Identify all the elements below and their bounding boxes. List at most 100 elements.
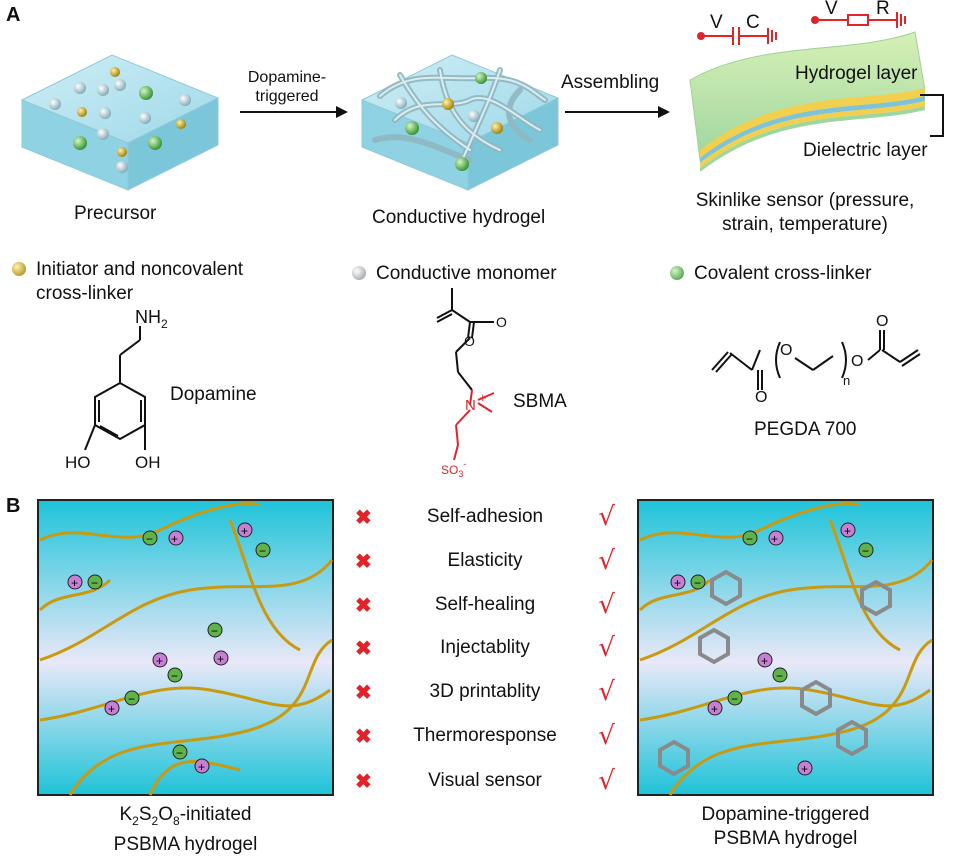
property-row-visual-sensor: ✖ Visual sensor √	[355, 766, 615, 796]
svg-text:+: +	[171, 532, 178, 546]
sensor-caption-line1: Skinlike sensor (pressure,	[695, 190, 915, 211]
sbma-structure	[436, 288, 494, 391]
cross-icon: ✖	[355, 681, 372, 704]
svg-text:+: +	[761, 654, 768, 668]
cross-icon: ✖	[355, 506, 372, 529]
left-caption-line2: PSBMA hydrogel	[113, 833, 258, 855]
svg-text:+: +	[844, 524, 851, 538]
svg-text:−: −	[776, 669, 783, 683]
circuit2-r: R	[876, 0, 890, 19]
pegda-n: n	[843, 373, 850, 388]
sbma-plus: +	[479, 390, 487, 405]
dopamine-oh: OH	[135, 453, 161, 472]
svg-text:−: −	[731, 692, 738, 706]
crosslinker-ball-icon	[670, 266, 684, 280]
svg-text:−: −	[746, 532, 753, 546]
property-row-thermoresponse: ✖ Thermoresponse √	[355, 721, 615, 751]
svg-text:−: −	[211, 624, 218, 638]
legend-initiator: Initiator and noncovalent cross-linker	[12, 258, 243, 306]
property-label: Self-healing	[434, 594, 536, 615]
sbma-so3: SO3-	[441, 459, 466, 479]
svg-text:+: +	[108, 702, 115, 716]
pegda-name: PEGDA 700	[754, 419, 856, 440]
cross-icon: ✖	[355, 725, 372, 748]
panel-b-graphics: −+ +− +− −+ +− +− −+ −+ +− +− +−	[37, 499, 934, 796]
precursor-label: Precursor	[74, 203, 157, 224]
sbma-name: SBMA	[513, 391, 567, 412]
pegda-o4: O	[876, 313, 888, 330]
svg-text:+: +	[711, 702, 718, 716]
initiator-ball-icon	[12, 262, 26, 276]
svg-text:+: +	[198, 760, 205, 774]
cross-icon: ✖	[355, 637, 372, 660]
dielectric-layer-label: Dielectric layer	[803, 140, 928, 161]
hydrogel-layer-label: Hydrogel layer	[795, 63, 918, 84]
cross-icon: ✖	[355, 550, 372, 573]
svg-text:−: −	[171, 669, 178, 683]
property-row-3d-printablity: ✖ 3D printablity √	[355, 677, 615, 707]
assembling-label: Assembling	[561, 72, 660, 93]
pegda-o3: O	[851, 353, 863, 370]
right-caption-line1: Dopamine-triggered	[701, 804, 870, 825]
precursor-slab	[20, 54, 220, 191]
svg-text:+: +	[771, 532, 778, 546]
property-row-self-adhesion: ✖ Self-adhesion √	[355, 502, 615, 532]
check-icon: √	[598, 721, 615, 751]
left-caption-line1: K2S2O8-initiated	[119, 804, 252, 828]
check-icon: √	[598, 546, 615, 576]
svg-text:+: +	[217, 652, 224, 666]
legend-initiator-line2: cross-linker	[36, 283, 134, 304]
sbma-o2: O	[464, 333, 475, 349]
svg-text:−: −	[91, 576, 98, 590]
check-icon: √	[598, 766, 615, 796]
property-label: 3D printablity	[429, 681, 541, 702]
check-icon: √	[598, 677, 615, 707]
svg-text:−: −	[128, 692, 135, 706]
arrow1-label-line1: Dopamine-	[247, 69, 327, 86]
sensor-caption: Skinlike sensor (pressure, strain, tempe…	[660, 189, 950, 237]
circuit-resistor-icon	[811, 12, 906, 28]
right-box-caption: Dopamine-triggered PSBMA hydrogel	[638, 803, 933, 851]
check-icon: √	[598, 633, 615, 663]
pegda-structure	[711, 330, 921, 390]
pegda-o2: O	[755, 389, 767, 406]
panel-a-graphics: V C V R NH2 HO OH Dopamine	[20, 0, 944, 479]
svg-text:−: −	[259, 544, 266, 558]
property-label: Elasticity	[447, 550, 523, 571]
sensor-caption-line2: strain, temperature)	[722, 214, 888, 235]
dopamine-ho: HO	[65, 453, 91, 472]
arrow1-label-line2: triggered	[255, 88, 319, 105]
cross-icon: ✖	[355, 594, 372, 617]
legend-crosslinker-label: Covalent cross-linker	[694, 263, 872, 284]
property-label: Self-adhesion	[426, 506, 544, 527]
panel-letter-b: B	[6, 495, 21, 517]
legend-initiator-line1: Initiator and noncovalent	[36, 259, 244, 280]
circuit1-v: V	[710, 12, 723, 33]
left-hydrogel-box	[37, 499, 334, 796]
right-caption-line2: PSBMA hydrogel	[713, 828, 858, 849]
dopamine-name: Dopamine	[170, 384, 257, 405]
skinlike-sensor-illustration	[689, 31, 926, 172]
dopamine-structure	[84, 326, 146, 451]
svg-text:+: +	[674, 576, 681, 590]
hydrogel-label: Conductive hydrogel	[372, 207, 546, 228]
left-box-caption: K2S2O8-initiated PSBMA hydrogel	[38, 803, 333, 857]
svg-text:−: −	[694, 576, 701, 590]
right-hydrogel-box	[637, 499, 934, 796]
property-label: Thermoresponse	[413, 725, 557, 746]
monomer-ball-icon	[352, 266, 366, 280]
property-row-self-healing: ✖ Self-healing √	[355, 590, 615, 620]
svg-text:−: −	[176, 746, 183, 760]
left-ion-pairs: −+ +− +− −+ +− +− −+	[67, 522, 271, 774]
check-icon: √	[598, 502, 615, 532]
svg-text:+: +	[801, 762, 808, 776]
property-label: Visual sensor	[428, 770, 542, 791]
check-icon: √	[598, 590, 615, 620]
panel-letter-a: A	[6, 4, 21, 26]
arrow1-label: Dopamine- triggered	[232, 68, 342, 106]
svg-text:−: −	[146, 532, 153, 546]
dopamine-nh2: NH2	[135, 307, 168, 331]
sbma-n: N	[465, 397, 476, 414]
svg-text:+: +	[71, 576, 78, 590]
property-row-injectablity: ✖ Injectablity √	[355, 633, 615, 663]
